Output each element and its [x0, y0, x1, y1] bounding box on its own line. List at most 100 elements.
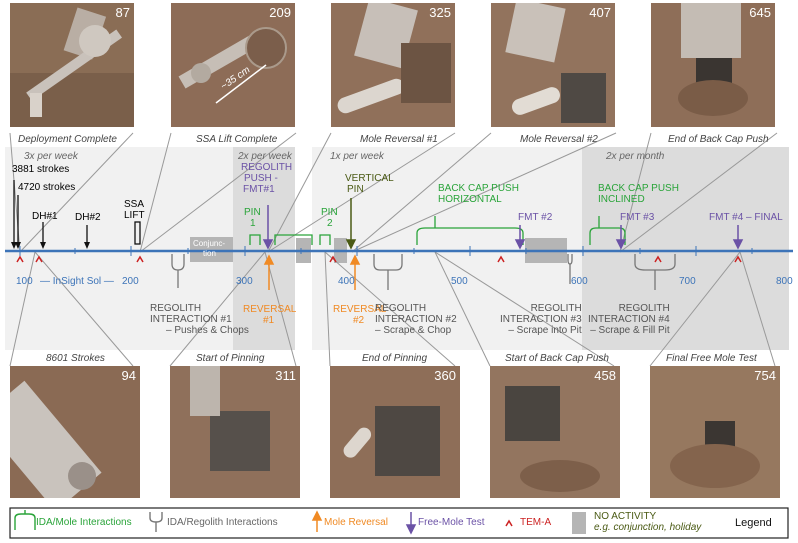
ssa-lift-image [171, 3, 295, 127]
regolith-1-line2: INTERACTION #1 [150, 314, 232, 325]
final-mole-test-image [650, 366, 780, 498]
sol-number: 458 [594, 368, 616, 383]
sol-number: 645 [749, 5, 771, 20]
photo-sol-209[interactable]: 209 ~35 cm [171, 3, 295, 127]
event-regolith-push-2: PUSH - [244, 173, 278, 184]
regolith-2-line1: REGOLITH [375, 303, 427, 314]
event-reversal-2-a: REVERSAL [333, 304, 387, 315]
strokes-image [10, 366, 140, 498]
band-label-1x: 1x per week [330, 151, 384, 162]
caption-end-back-cap-push: End of Back Cap Push [668, 134, 769, 145]
band-label-2x: 2x per week [238, 151, 292, 162]
event-pin-1-b: 1 [250, 218, 256, 229]
event-reversal-1-b: #1 [263, 315, 275, 326]
event-fmt-4: FMT #4 – FINAL [709, 212, 783, 223]
axis-tick-400: 400 [338, 276, 355, 287]
event-dh2: DH#2 [75, 212, 101, 223]
caption-final-free-mole-test: Final Free Mole Test [666, 353, 757, 364]
photo-sol-311[interactable]: 311 [170, 366, 300, 498]
mole-reversal-2-image [491, 3, 615, 127]
caption-mole-reversal-2: Mole Reversal #2 [520, 134, 598, 145]
regolith-interaction-2: REGOLITH INTERACTION #2 – Scrape & Chop [375, 303, 457, 336]
sol-number: 311 [275, 368, 296, 383]
legend-tema: TEM-A [520, 517, 552, 528]
caption-8601-strokes: 8601 Strokes [46, 353, 105, 364]
legend-title: Legend [735, 517, 772, 529]
start-pinning-image [170, 366, 300, 498]
photo-sol-87[interactable]: 87 [10, 3, 134, 127]
event-fmt-2: FMT #2 [518, 212, 553, 223]
legend-no-activity-sub: e.g. conjunction, holiday [594, 522, 702, 533]
photo-sol-360[interactable]: 360 [330, 366, 460, 498]
axis-label: — InSight Sol — [40, 276, 114, 287]
regolith-2-line3: – Scrape & Chop [375, 325, 452, 336]
regolith-3-line1: REGOLITH [530, 303, 582, 314]
regolith-3-line2: INTERACTION #3 [500, 314, 582, 325]
event-vertical-pin-1: VERTICAL [345, 173, 394, 184]
mole-reversal-1-image [331, 3, 455, 127]
caption-ssa-lift-complete: SSA Lift Complete [196, 134, 278, 145]
regolith-4-line1: REGOLITH [618, 303, 670, 314]
photo-sol-94[interactable]: 94 [10, 366, 140, 498]
photo-sol-754[interactable]: 754 [650, 366, 780, 498]
sol-number: 360 [434, 368, 456, 383]
axis-tick-200: 200 [122, 276, 139, 287]
caption-start-of-pinning: Start of Pinning [196, 353, 265, 364]
legend-free-mole: Free-Mole Test [418, 517, 485, 528]
band-label-2xmonth: 2x per month [606, 151, 665, 162]
regolith-1-line1: REGOLITH [150, 303, 202, 314]
photo-sol-458[interactable]: 458 [490, 366, 620, 498]
axis-tick-300: 300 [236, 276, 253, 287]
photo-sol-645[interactable]: 645 [651, 3, 775, 127]
event-lift: LIFT [124, 210, 145, 221]
event-ssa: SSA [124, 199, 145, 210]
event-regolith-push-3: FMT#1 [243, 184, 275, 195]
photo-sol-325[interactable]: 325 [331, 3, 455, 127]
event-regolith-push-1: REGOLITH [241, 162, 293, 173]
caption-deployment-complete: Deployment Complete [18, 134, 117, 145]
event-pin-2-b: 2 [327, 218, 333, 229]
band-label-3x: 3x per week [24, 151, 78, 162]
event-reversal-1-a: REVERSAL [243, 304, 297, 315]
caption-end-of-pinning: End of Pinning [362, 353, 428, 364]
event-back-cap-horizontal-2: HORIZONTAL [438, 194, 502, 205]
legend-box [9, 507, 789, 539]
sol-number: 754 [754, 368, 776, 383]
regolith-3-line3: – Scrape into Pit [508, 325, 582, 336]
caption-start-back-cap-push: Start of Back Cap Push [505, 353, 609, 364]
sol-number: 94 [121, 368, 136, 383]
no-activity-conjunction-2: tion [203, 249, 216, 258]
event-back-cap-horizontal-1: BACK CAP PUSH [438, 183, 519, 194]
axis-tick-800: 800 [776, 276, 793, 287]
sol-number: 325 [429, 5, 451, 20]
lander-deployment-image [10, 3, 134, 127]
regolith-2-line2: INTERACTION #2 [375, 314, 457, 325]
band-2xmonth [582, 147, 789, 350]
axis-tick-500: 500 [451, 276, 468, 287]
event-3881-strokes: 3881 strokes [12, 164, 70, 175]
no-activity-block [190, 237, 233, 262]
event-4720-strokes: 4720 strokes [18, 182, 76, 193]
axis-tick-700: 700 [679, 276, 696, 287]
caption-mole-reversal-1: Mole Reversal #1 [360, 134, 438, 145]
end-pinning-image [330, 366, 460, 498]
axis-tick-100: 100 [16, 276, 33, 287]
photo-sol-407[interactable]: 407 [491, 3, 615, 127]
start-back-cap-image [490, 366, 620, 498]
regolith-interaction-4: REGOLITH INTERACTION #4 – Scrape & Fill … [588, 303, 670, 336]
sol-number: 407 [589, 5, 611, 20]
regolith-interaction-3: REGOLITH INTERACTION #3 – Scrape into Pi… [500, 303, 582, 336]
event-reversal-2-b: #2 [353, 315, 365, 326]
sol-number: 87 [115, 5, 130, 20]
event-pin-2-a: PIN [321, 207, 338, 218]
regolith-4-line3: – Scrape & Fill Pit [590, 325, 670, 336]
event-pin-1-a: PIN [244, 207, 261, 218]
event-back-cap-inclined-1: BACK CAP PUSH [598, 183, 679, 194]
legend-mole-reversal: Mole Reversal [324, 517, 388, 528]
back-cap-push-end-image [651, 3, 775, 127]
event-fmt-3: FMT #3 [620, 212, 655, 223]
sol-number: 209 [269, 5, 291, 20]
band-2x [233, 147, 295, 350]
regolith-1-line3: – Pushes & Chops [166, 325, 249, 336]
